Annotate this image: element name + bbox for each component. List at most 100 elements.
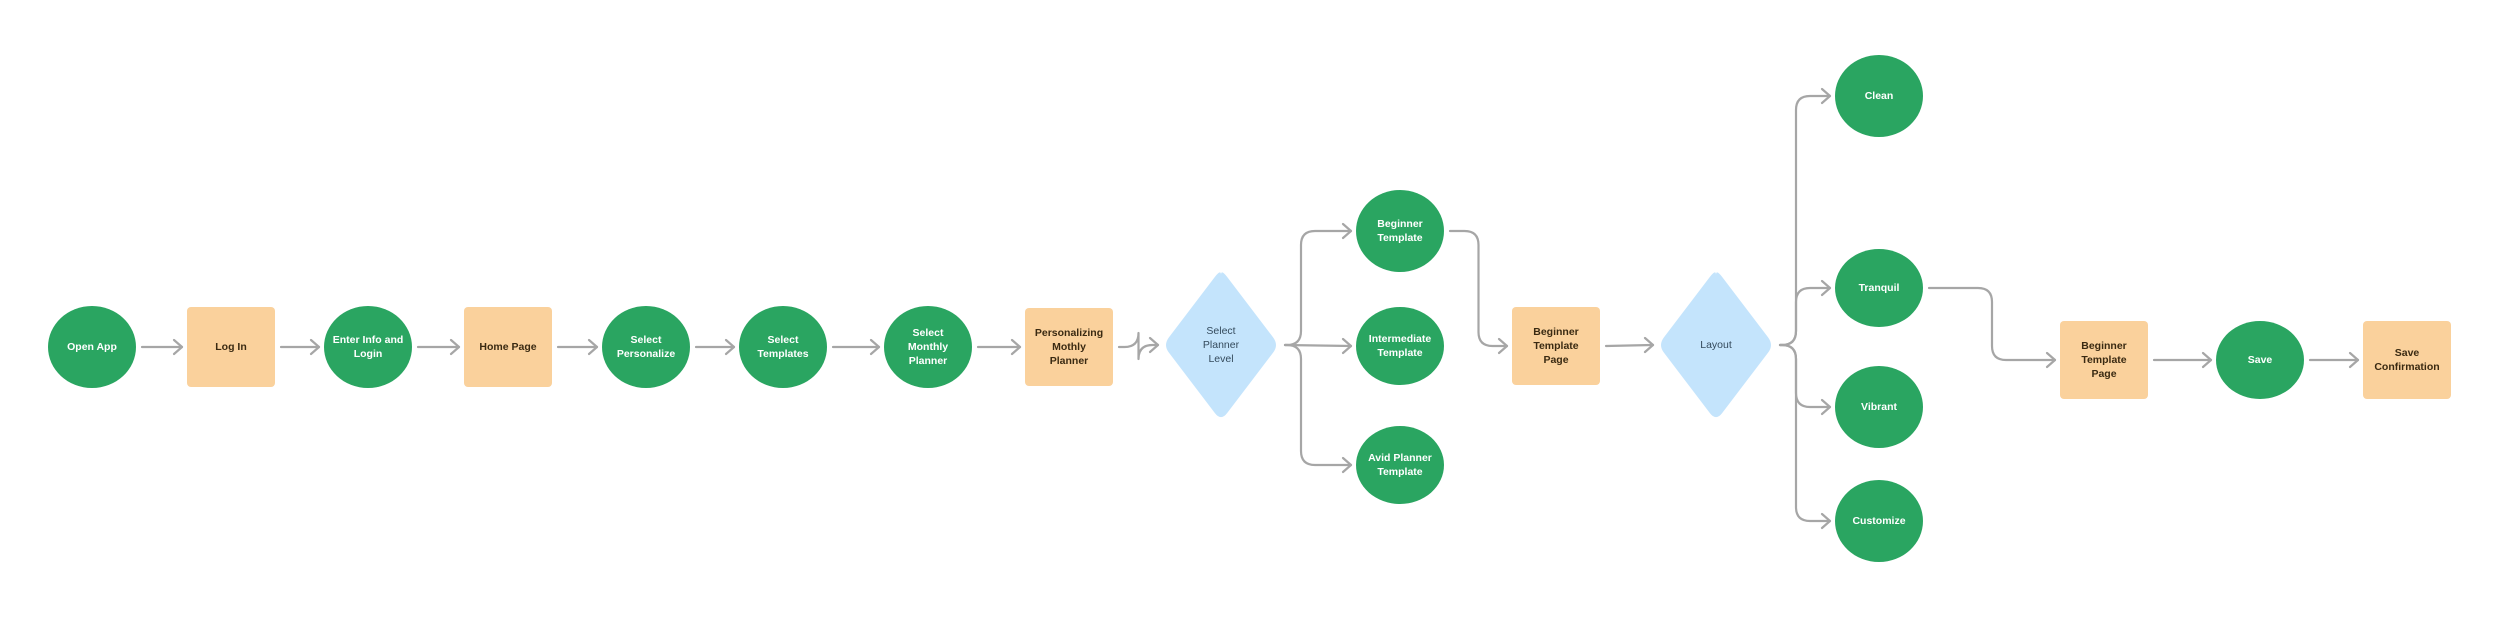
- decision-diamond: [1661, 272, 1771, 418]
- arrow-head-icon: [449, 338, 461, 356]
- process-circle: [324, 306, 412, 388]
- node-vibrant[interactable]: Vibrant: [1835, 366, 1923, 448]
- arrow-head-icon: [1820, 279, 1832, 297]
- arrow-head-icon: [1341, 456, 1353, 474]
- process-circle: [602, 306, 690, 388]
- node-label: Home Page: [479, 341, 536, 353]
- node-label: Select: [1206, 325, 1235, 337]
- arrow-head-icon: [1643, 336, 1655, 354]
- node-label: Open App: [67, 341, 117, 353]
- node-label: Select: [768, 334, 799, 346]
- process-circle: [1356, 426, 1444, 504]
- process-circle: [1356, 307, 1444, 385]
- node-label: Beginner: [1533, 326, 1579, 338]
- process-circle: [884, 306, 972, 388]
- node-label: Vibrant: [1861, 401, 1897, 413]
- arrow-head-icon: [1820, 398, 1832, 416]
- node-label: Template: [1377, 466, 1422, 478]
- node-label: Select: [913, 327, 944, 339]
- arrow-head-icon: [1820, 512, 1832, 530]
- node-label: Planner: [1203, 339, 1240, 351]
- node-label: Page: [2091, 368, 2116, 380]
- node-label: Template: [1377, 347, 1422, 359]
- node-label: Layout: [1700, 339, 1732, 351]
- connector-tranquil-to-beginner-template-page-2: [1927, 286, 2057, 362]
- node-label: Planner: [909, 355, 948, 367]
- node-label: Intermediate: [1369, 333, 1432, 345]
- arrow-head-icon: [724, 338, 736, 356]
- arrow-head-icon: [1341, 222, 1353, 240]
- node-label: Template: [2081, 354, 2126, 366]
- connector-layout-to-vibrant: [1778, 343, 1832, 409]
- decision-diamond: [1166, 272, 1276, 418]
- node-label: Log In: [215, 341, 247, 353]
- connector-layout-to-clean: [1778, 94, 1832, 347]
- page-box: [1025, 308, 1113, 386]
- page-box: [2060, 321, 2148, 399]
- node-label: Login: [354, 348, 383, 360]
- connector-select-planner-level-to-beginner-template: [1283, 229, 1353, 347]
- node-log-in[interactable]: Log In: [187, 307, 275, 387]
- node-label: Confirmation: [2374, 361, 2439, 373]
- node-clean[interactable]: Clean: [1835, 55, 1923, 137]
- process-circle: [1835, 55, 1923, 137]
- process-circle: [2216, 321, 2304, 399]
- node-label: Level: [1208, 353, 1233, 365]
- process-circle: [1835, 249, 1923, 327]
- node-label: Page: [1543, 354, 1568, 366]
- node-label: Planner: [1050, 355, 1089, 367]
- node-label: Beginner: [1377, 218, 1423, 230]
- node-label: Save: [2395, 347, 2420, 359]
- node-label: Clean: [1865, 90, 1894, 102]
- arrow-head-icon: [1497, 337, 1509, 355]
- arrow-head-icon: [2348, 351, 2360, 369]
- page-box: [464, 307, 552, 387]
- connector-layout-to-tranquil: [1778, 286, 1832, 347]
- process-circle: [739, 306, 827, 388]
- arrow-head-icon: [1148, 336, 1160, 354]
- node-label: Templates: [757, 348, 808, 360]
- arrow-head-icon: [1820, 87, 1832, 105]
- process-circle: [1356, 190, 1444, 272]
- arrow-head-icon: [869, 338, 881, 356]
- process-circle: [1835, 480, 1923, 562]
- node-save[interactable]: Save: [2216, 321, 2304, 399]
- node-customize[interactable]: Customize: [1835, 480, 1923, 562]
- arrow-head-icon: [2045, 351, 2057, 369]
- page-box: [1512, 307, 1600, 385]
- node-open-app[interactable]: Open App: [48, 306, 136, 388]
- arrow-head-icon: [587, 338, 599, 356]
- connector-select-planner-level-to-avid-planner-template: [1283, 343, 1353, 467]
- node-home-page[interactable]: Home Page: [464, 307, 552, 387]
- arrow-head-icon: [1010, 338, 1022, 356]
- arrow-head-icon: [2201, 351, 2213, 369]
- node-label: Customize: [1852, 515, 1905, 527]
- arrow-head-icon: [172, 338, 184, 356]
- connector-beginner-template-to-beginner-template-page-1: [1448, 229, 1509, 348]
- node-tranquil[interactable]: Tranquil: [1835, 249, 1923, 327]
- connectors: [140, 87, 2360, 530]
- connector-select-planner-level-to-intermediate-template: [1283, 343, 1353, 348]
- arrow-head-icon: [1341, 337, 1353, 355]
- node-layout[interactable]: Layout: [1661, 272, 1771, 418]
- node-label: Tranquil: [1859, 282, 1900, 294]
- node-label: Monthly: [908, 341, 948, 353]
- node-label: Save: [2248, 354, 2273, 366]
- node-label: Personalize: [617, 348, 676, 360]
- node-label: Template: [1377, 232, 1422, 244]
- node-label: Template: [1533, 340, 1578, 352]
